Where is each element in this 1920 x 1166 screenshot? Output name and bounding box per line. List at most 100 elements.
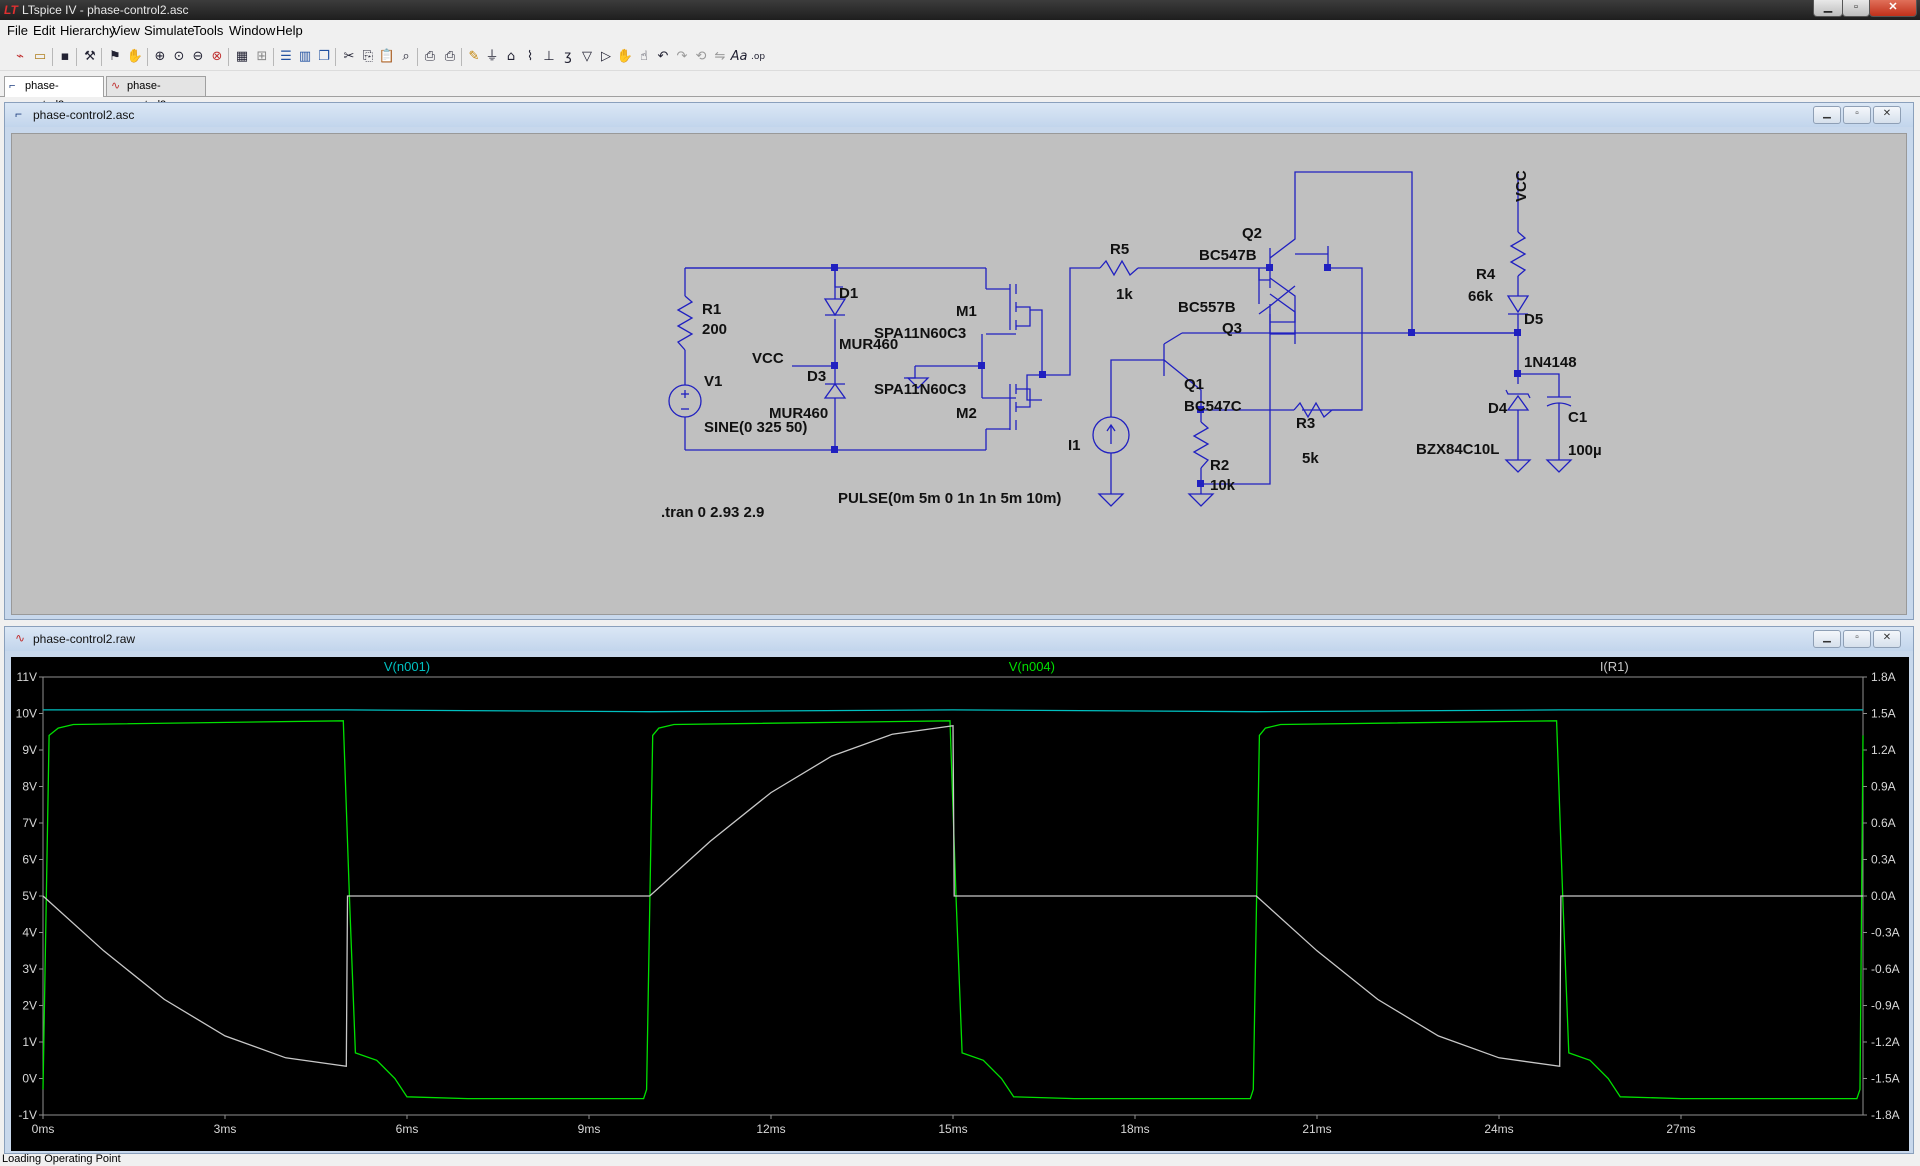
autorange-icon[interactable]: ▦ bbox=[235, 49, 249, 64]
waveform-minimize-button[interactable]: ▁ bbox=[1813, 630, 1841, 648]
junction-dots bbox=[831, 264, 1521, 487]
menu-tools[interactable]: Tools bbox=[193, 23, 224, 38]
r1-value: 200 bbox=[702, 321, 727, 338]
waveform-close-button[interactable]: ✕ bbox=[1873, 630, 1901, 648]
y-left-tick-label: 11V bbox=[17, 670, 37, 684]
schematic-canvas[interactable]: R1 200 V1 SINE(0 325 50) D1 MUR460 D3 MU… bbox=[11, 133, 1907, 615]
schematic-close-button[interactable]: ✕ bbox=[1873, 106, 1901, 124]
menu-help[interactable]: Help bbox=[276, 23, 303, 38]
menu-file[interactable]: File bbox=[7, 23, 28, 38]
toolbar-separator bbox=[76, 48, 77, 66]
halt-icon[interactable]: ✋ bbox=[126, 49, 144, 64]
minimize-button[interactable]: ▁ bbox=[1813, 0, 1843, 17]
i1-value: PULSE(0m 5m 0 1n 1n 5m 10m) bbox=[838, 490, 1061, 507]
trace-name-label: I(R1) bbox=[1600, 659, 1629, 674]
menu-hierarchy[interactable]: Hierarchy bbox=[60, 23, 116, 38]
ground-icon[interactable]: ⏚ bbox=[485, 49, 499, 64]
resistor-symbols bbox=[676, 231, 1527, 469]
copy-icon[interactable]: ⎘ bbox=[362, 49, 374, 64]
status-text: Loading Operating Point bbox=[2, 1153, 121, 1165]
menu-view[interactable]: View bbox=[112, 23, 140, 38]
zoom-fit-icon[interactable]: ⊗ bbox=[211, 49, 223, 64]
grid-icon[interactable]: ⊞ bbox=[256, 49, 268, 64]
close-button[interactable]: ✕ bbox=[1869, 0, 1917, 17]
y-right-tick-label: 1.5A bbox=[1871, 707, 1896, 721]
tile-vertical-icon[interactable]: ▥ bbox=[298, 49, 312, 64]
resistor-icon[interactable]: ⌇ bbox=[526, 49, 534, 64]
zoom-in-icon[interactable]: ⊕ bbox=[154, 49, 166, 64]
y-left-tick-label: 1V bbox=[22, 1035, 37, 1049]
text-icon[interactable]: Aa bbox=[730, 49, 748, 64]
cascade-icon[interactable]: ❐ bbox=[318, 49, 330, 64]
mosfet-symbols bbox=[982, 284, 1031, 430]
toolbar-separator bbox=[461, 48, 462, 66]
zoom-area-icon[interactable]: ⊙ bbox=[173, 49, 185, 64]
x-tick-label: 0ms bbox=[32, 1122, 55, 1136]
find-icon[interactable]: ⌕ bbox=[402, 49, 410, 64]
rotate-icon[interactable]: ⟲ bbox=[695, 49, 707, 64]
inductor-icon[interactable]: ʒ bbox=[564, 49, 572, 64]
d1-label: D1 bbox=[839, 285, 858, 302]
menu-simulate[interactable]: Simulate bbox=[144, 23, 195, 38]
run-icon[interactable]: ⚑ bbox=[109, 49, 121, 64]
trace-v-n004- bbox=[42, 720, 1864, 1100]
x-tick-label: 27ms bbox=[1666, 1122, 1695, 1136]
component-icon[interactable]: ▷ bbox=[601, 49, 611, 64]
undo-icon[interactable]: ↶ bbox=[657, 49, 669, 64]
print-icon[interactable]: ⎙ bbox=[424, 49, 436, 64]
y-right-tick-label: -1.5A bbox=[1871, 1072, 1900, 1086]
capacitor-icon[interactable]: ⊥ bbox=[543, 49, 555, 64]
spice-directive-icon[interactable]: .op bbox=[750, 52, 766, 62]
trace-name-label: V(n001) bbox=[384, 659, 430, 674]
drag-icon[interactable]: ☝ bbox=[640, 49, 648, 64]
schematic-restore-button[interactable]: ▫ bbox=[1843, 106, 1871, 124]
waveform-svg[interactable]: 11V10V9V8V7V6V5V4V3V2V1V0V-1V1.8A1.5A1.2… bbox=[11, 657, 1909, 1151]
menu-edit[interactable]: Edit bbox=[33, 23, 56, 38]
control-panel-icon[interactable]: ⚒ bbox=[84, 49, 96, 64]
m2-label: M2 bbox=[956, 405, 977, 422]
v1-label: V1 bbox=[704, 373, 722, 390]
diode-icon[interactable]: ▽ bbox=[582, 49, 592, 64]
d4-label: D4 bbox=[1488, 400, 1508, 417]
d1-value: MUR460 bbox=[839, 336, 898, 353]
c1-value: 100µ bbox=[1568, 442, 1602, 459]
y-left-tick-label: 3V bbox=[22, 962, 37, 976]
y-right-tick-label: 0.3A bbox=[1871, 853, 1896, 867]
toolbar-separator bbox=[417, 48, 418, 66]
cut-icon[interactable]: ✂ bbox=[343, 49, 355, 64]
new-schematic-icon[interactable]: ⌁ bbox=[16, 49, 24, 64]
menu-window[interactable]: Window bbox=[229, 23, 276, 38]
y-left-tick-label: 2V bbox=[22, 999, 37, 1013]
y-left-tick-label: 0V bbox=[22, 1072, 37, 1086]
waveform-window-title: phase-control2.raw bbox=[33, 632, 136, 646]
x-tick-label: 12ms bbox=[756, 1122, 785, 1136]
waveform-restore-button[interactable]: ▫ bbox=[1843, 630, 1871, 648]
r1-label: R1 bbox=[702, 301, 721, 318]
mirror-icon[interactable]: ⇋ bbox=[714, 49, 726, 64]
menu-bar: File Edit Hierarchy View Simulate Tools … bbox=[0, 20, 1920, 41]
d3-label: D3 bbox=[807, 368, 826, 385]
maximize-button[interactable]: ▫ bbox=[1842, 0, 1870, 17]
y-right-tick-label: 1.8A bbox=[1871, 670, 1896, 684]
zoom-out-icon[interactable]: ⊖ bbox=[192, 49, 204, 64]
waveform-icon: ∿ bbox=[111, 80, 121, 92]
label-icon[interactable]: ⌂ bbox=[506, 49, 516, 64]
print-preview-icon[interactable]: ⎙ bbox=[444, 49, 456, 64]
tab-waveform[interactable]: ∿ phase-control2.raw bbox=[106, 76, 206, 111]
move-icon[interactable]: ✋ bbox=[616, 49, 634, 64]
schematic-minimize-button[interactable]: ▁ bbox=[1813, 106, 1841, 124]
wire-icon[interactable]: ✎ bbox=[468, 49, 480, 64]
y-left-tick-label: 7V bbox=[22, 816, 37, 830]
x-tick-label: 6ms bbox=[396, 1122, 419, 1136]
y-right-tick-label: 0.0A bbox=[1871, 889, 1896, 903]
y-left-tick-label: -1V bbox=[18, 1108, 37, 1122]
save-icon[interactable]: ▪ bbox=[60, 49, 70, 64]
open-icon[interactable]: ▭ bbox=[33, 49, 47, 64]
paste-icon[interactable]: 📋 bbox=[378, 49, 396, 64]
tab-schematic[interactable]: ⌐ phase-control2.asc bbox=[4, 76, 104, 111]
tile-horizontal-icon[interactable]: ☰ bbox=[280, 49, 292, 64]
toolbar-separator bbox=[52, 48, 53, 66]
i1-label: I1 bbox=[1068, 437, 1081, 454]
redo-icon[interactable]: ↷ bbox=[676, 49, 688, 64]
